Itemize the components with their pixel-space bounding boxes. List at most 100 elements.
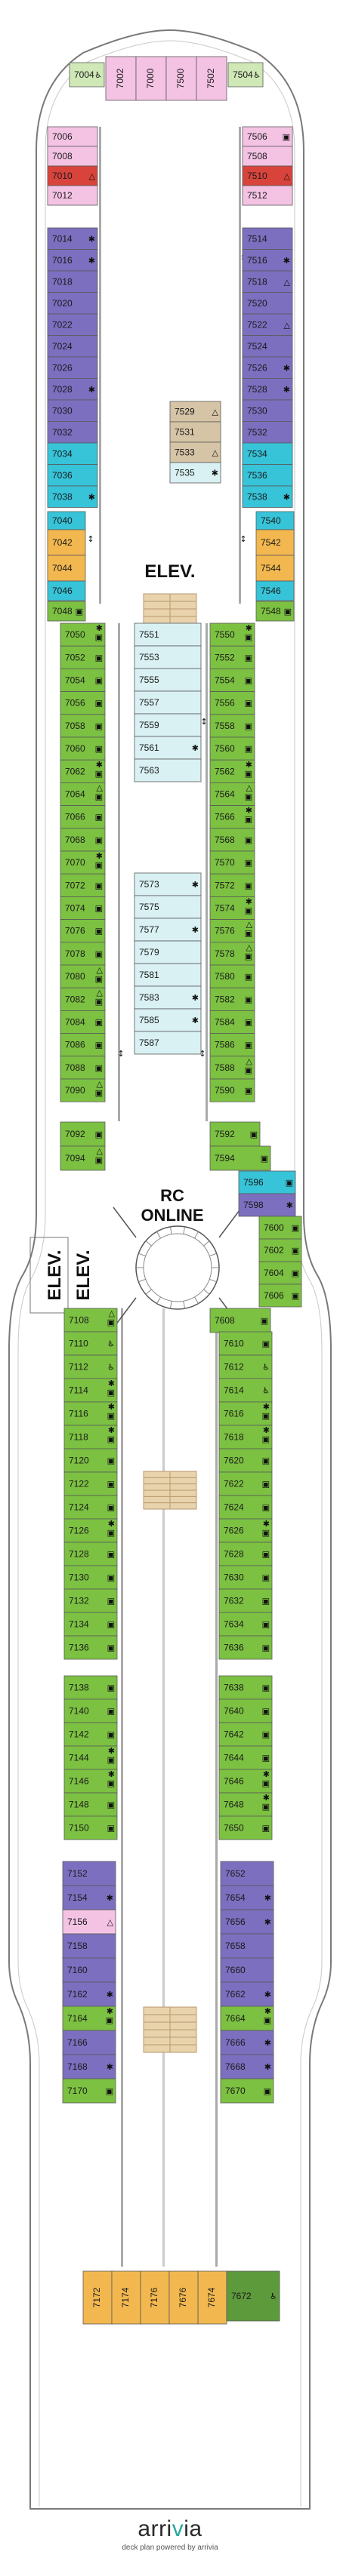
cabin-7156[interactable]: 7156△	[62, 1909, 116, 1935]
cabin-7164[interactable]: 7164✱▣	[62, 2006, 116, 2031]
cabin-7500[interactable]: 7500	[165, 56, 197, 101]
cabin-7586[interactable]: 7586▣	[209, 1033, 255, 1057]
cabin-7502[interactable]: 7502	[196, 56, 227, 101]
cabin-7140[interactable]: 7140▣	[63, 1698, 118, 1723]
cabin-7122[interactable]: 7122▣	[63, 1471, 118, 1496]
cabin-7074[interactable]: 7074▣	[60, 896, 106, 921]
cabin-7080[interactable]: 7080△▣	[60, 964, 106, 988]
cabin-7561[interactable]: 7561✱	[134, 736, 202, 760]
cabin-7520[interactable]: 7520	[242, 292, 293, 315]
cabin-7116[interactable]: 7116✱▣	[63, 1401, 118, 1426]
cabin-7622[interactable]: 7622▣	[218, 1471, 273, 1496]
cabin-7644[interactable]: 7644▣	[218, 1745, 273, 1770]
cabin-7676[interactable]: 7676	[168, 2270, 199, 2325]
cabin-7022[interactable]: 7022	[47, 313, 98, 336]
cabin-7518[interactable]: 7518△	[242, 270, 293, 293]
cabin-7166[interactable]: 7166	[62, 2030, 116, 2055]
cabin-7066[interactable]: 7066▣	[60, 805, 106, 829]
cabin-7090[interactable]: 7090△▣	[60, 1078, 106, 1102]
cabin-7581[interactable]: 7581	[134, 963, 202, 987]
cabin-7050[interactable]: 7050✱▣	[60, 622, 106, 647]
cabin-7552[interactable]: 7552▣	[209, 645, 255, 669]
cabin-7126[interactable]: 7126✱▣	[63, 1518, 118, 1543]
cabin-7612[interactable]: 7612♿	[218, 1354, 273, 1379]
cabin-7536[interactable]: 7536	[242, 464, 293, 487]
cabin-7056[interactable]: 7056▣	[60, 691, 106, 715]
cabin-7608[interactable]: 7608▣	[209, 1308, 271, 1333]
cabin-7082[interactable]: 7082△▣	[60, 987, 106, 1011]
cabin-7018[interactable]: 7018	[47, 270, 98, 293]
cabin-7660[interactable]: 7660	[220, 1957, 274, 1983]
cabin-7626[interactable]: 7626✱▣	[218, 1518, 273, 1543]
cabin-7108[interactable]: 7108△▣	[63, 1308, 118, 1333]
cabin-7579[interactable]: 7579	[134, 940, 202, 964]
cabin-7544[interactable]: 7544	[255, 555, 295, 582]
cabin-7636[interactable]: 7636▣	[218, 1635, 273, 1660]
cabin-7529[interactable]: 7529△	[169, 401, 221, 423]
cabin-7587[interactable]: 7587	[134, 1031, 202, 1055]
cabin-7664[interactable]: 7664✱▣	[220, 2006, 274, 2031]
cabin-7575[interactable]: 7575	[134, 895, 202, 919]
cabin-7506[interactable]: 7506▣	[242, 126, 293, 147]
cabin-7554[interactable]: 7554▣	[209, 669, 255, 693]
cabin-7070[interactable]: 7070✱▣	[60, 850, 106, 875]
cabin-7584[interactable]: 7584▣	[209, 1010, 255, 1034]
cabin-7558[interactable]: 7558▣	[209, 714, 255, 738]
cabin-7138[interactable]: 7138▣	[63, 1675, 118, 1700]
cabin-7508[interactable]: 7508	[242, 146, 293, 167]
cabin-7086[interactable]: 7086▣	[60, 1033, 106, 1057]
cabin-7052[interactable]: 7052▣	[60, 645, 106, 669]
cabin-7632[interactable]: 7632▣	[218, 1588, 273, 1613]
cabin-7530[interactable]: 7530	[242, 399, 293, 422]
cabin-7048[interactable]: 7048▣	[47, 601, 86, 622]
cabin-7136[interactable]: 7136▣	[63, 1635, 118, 1660]
cabin-7533[interactable]: 7533△	[169, 441, 221, 463]
cabin-7142[interactable]: 7142▣	[63, 1722, 118, 1747]
cabin-7144[interactable]: 7144✱▣	[63, 1745, 118, 1770]
cabin-7012[interactable]: 7012	[47, 185, 98, 206]
cabin-7652[interactable]: 7652	[220, 1861, 274, 1886]
cabin-7557[interactable]: 7557	[134, 690, 202, 715]
cabin-7162[interactable]: 7162✱	[62, 1981, 116, 2007]
cabin-7026[interactable]: 7026	[47, 356, 98, 379]
cabin-7006[interactable]: 7006	[47, 126, 98, 147]
cabin-7152[interactable]: 7152	[62, 1861, 116, 1886]
cabin-7128[interactable]: 7128▣	[63, 1542, 118, 1566]
cabin-7592[interactable]: 7592▣	[209, 1121, 261, 1147]
cabin-7618[interactable]: 7618✱▣	[218, 1425, 273, 1449]
cabin-7577[interactable]: 7577✱	[134, 918, 202, 942]
cabin-7654[interactable]: 7654✱	[220, 1885, 274, 1910]
cabin-7570[interactable]: 7570▣	[209, 850, 255, 875]
cabin-7510[interactable]: 7510△	[242, 165, 293, 186]
cabin-7010[interactable]: 7010△	[47, 165, 98, 186]
cabin-7648[interactable]: 7648✱▣	[218, 1792, 273, 1817]
cabin-7132[interactable]: 7132▣	[63, 1588, 118, 1613]
cabin-7014[interactable]: 7014✱	[47, 227, 98, 250]
cabin-7585[interactable]: 7585✱	[134, 1008, 202, 1032]
cabin-7148[interactable]: 7148▣	[63, 1792, 118, 1817]
cabin-7559[interactable]: 7559	[134, 713, 202, 737]
cabin-7555[interactable]: 7555	[134, 668, 202, 692]
cabin-7032[interactable]: 7032	[47, 421, 98, 444]
cabin-7535[interactable]: 7535✱	[169, 462, 221, 484]
cabin-7560[interactable]: 7560▣	[209, 736, 255, 761]
cabin-7110[interactable]: 7110♿	[63, 1331, 118, 1356]
cabin-7568[interactable]: 7568▣	[209, 828, 255, 852]
cabin-7572[interactable]: 7572▣	[209, 873, 255, 897]
cabin-7628[interactable]: 7628▣	[218, 1542, 273, 1566]
cabin-7658[interactable]: 7658	[220, 1933, 274, 1959]
cabin-7602[interactable]: 7602▣	[258, 1238, 302, 1262]
cabin-7028[interactable]: 7028✱	[47, 378, 98, 401]
cabin-7634[interactable]: 7634▣	[218, 1612, 273, 1637]
cabin-7646[interactable]: 7646✱▣	[218, 1769, 273, 1794]
cabin-7576[interactable]: 7576△▣	[209, 919, 255, 943]
cabin-7514[interactable]: 7514	[242, 227, 293, 250]
cabin-7674[interactable]: 7674	[197, 2270, 227, 2325]
cabin-7060[interactable]: 7060▣	[60, 736, 106, 761]
cabin-7114[interactable]: 7114✱▣	[63, 1378, 118, 1403]
cabin-7146[interactable]: 7146✱▣	[63, 1769, 118, 1794]
cabin-7582[interactable]: 7582▣	[209, 987, 255, 1011]
cabin-7590[interactable]: 7590▣	[209, 1078, 255, 1102]
cabin-7606[interactable]: 7606▣	[258, 1283, 302, 1308]
cabin-7008[interactable]: 7008	[47, 146, 98, 167]
